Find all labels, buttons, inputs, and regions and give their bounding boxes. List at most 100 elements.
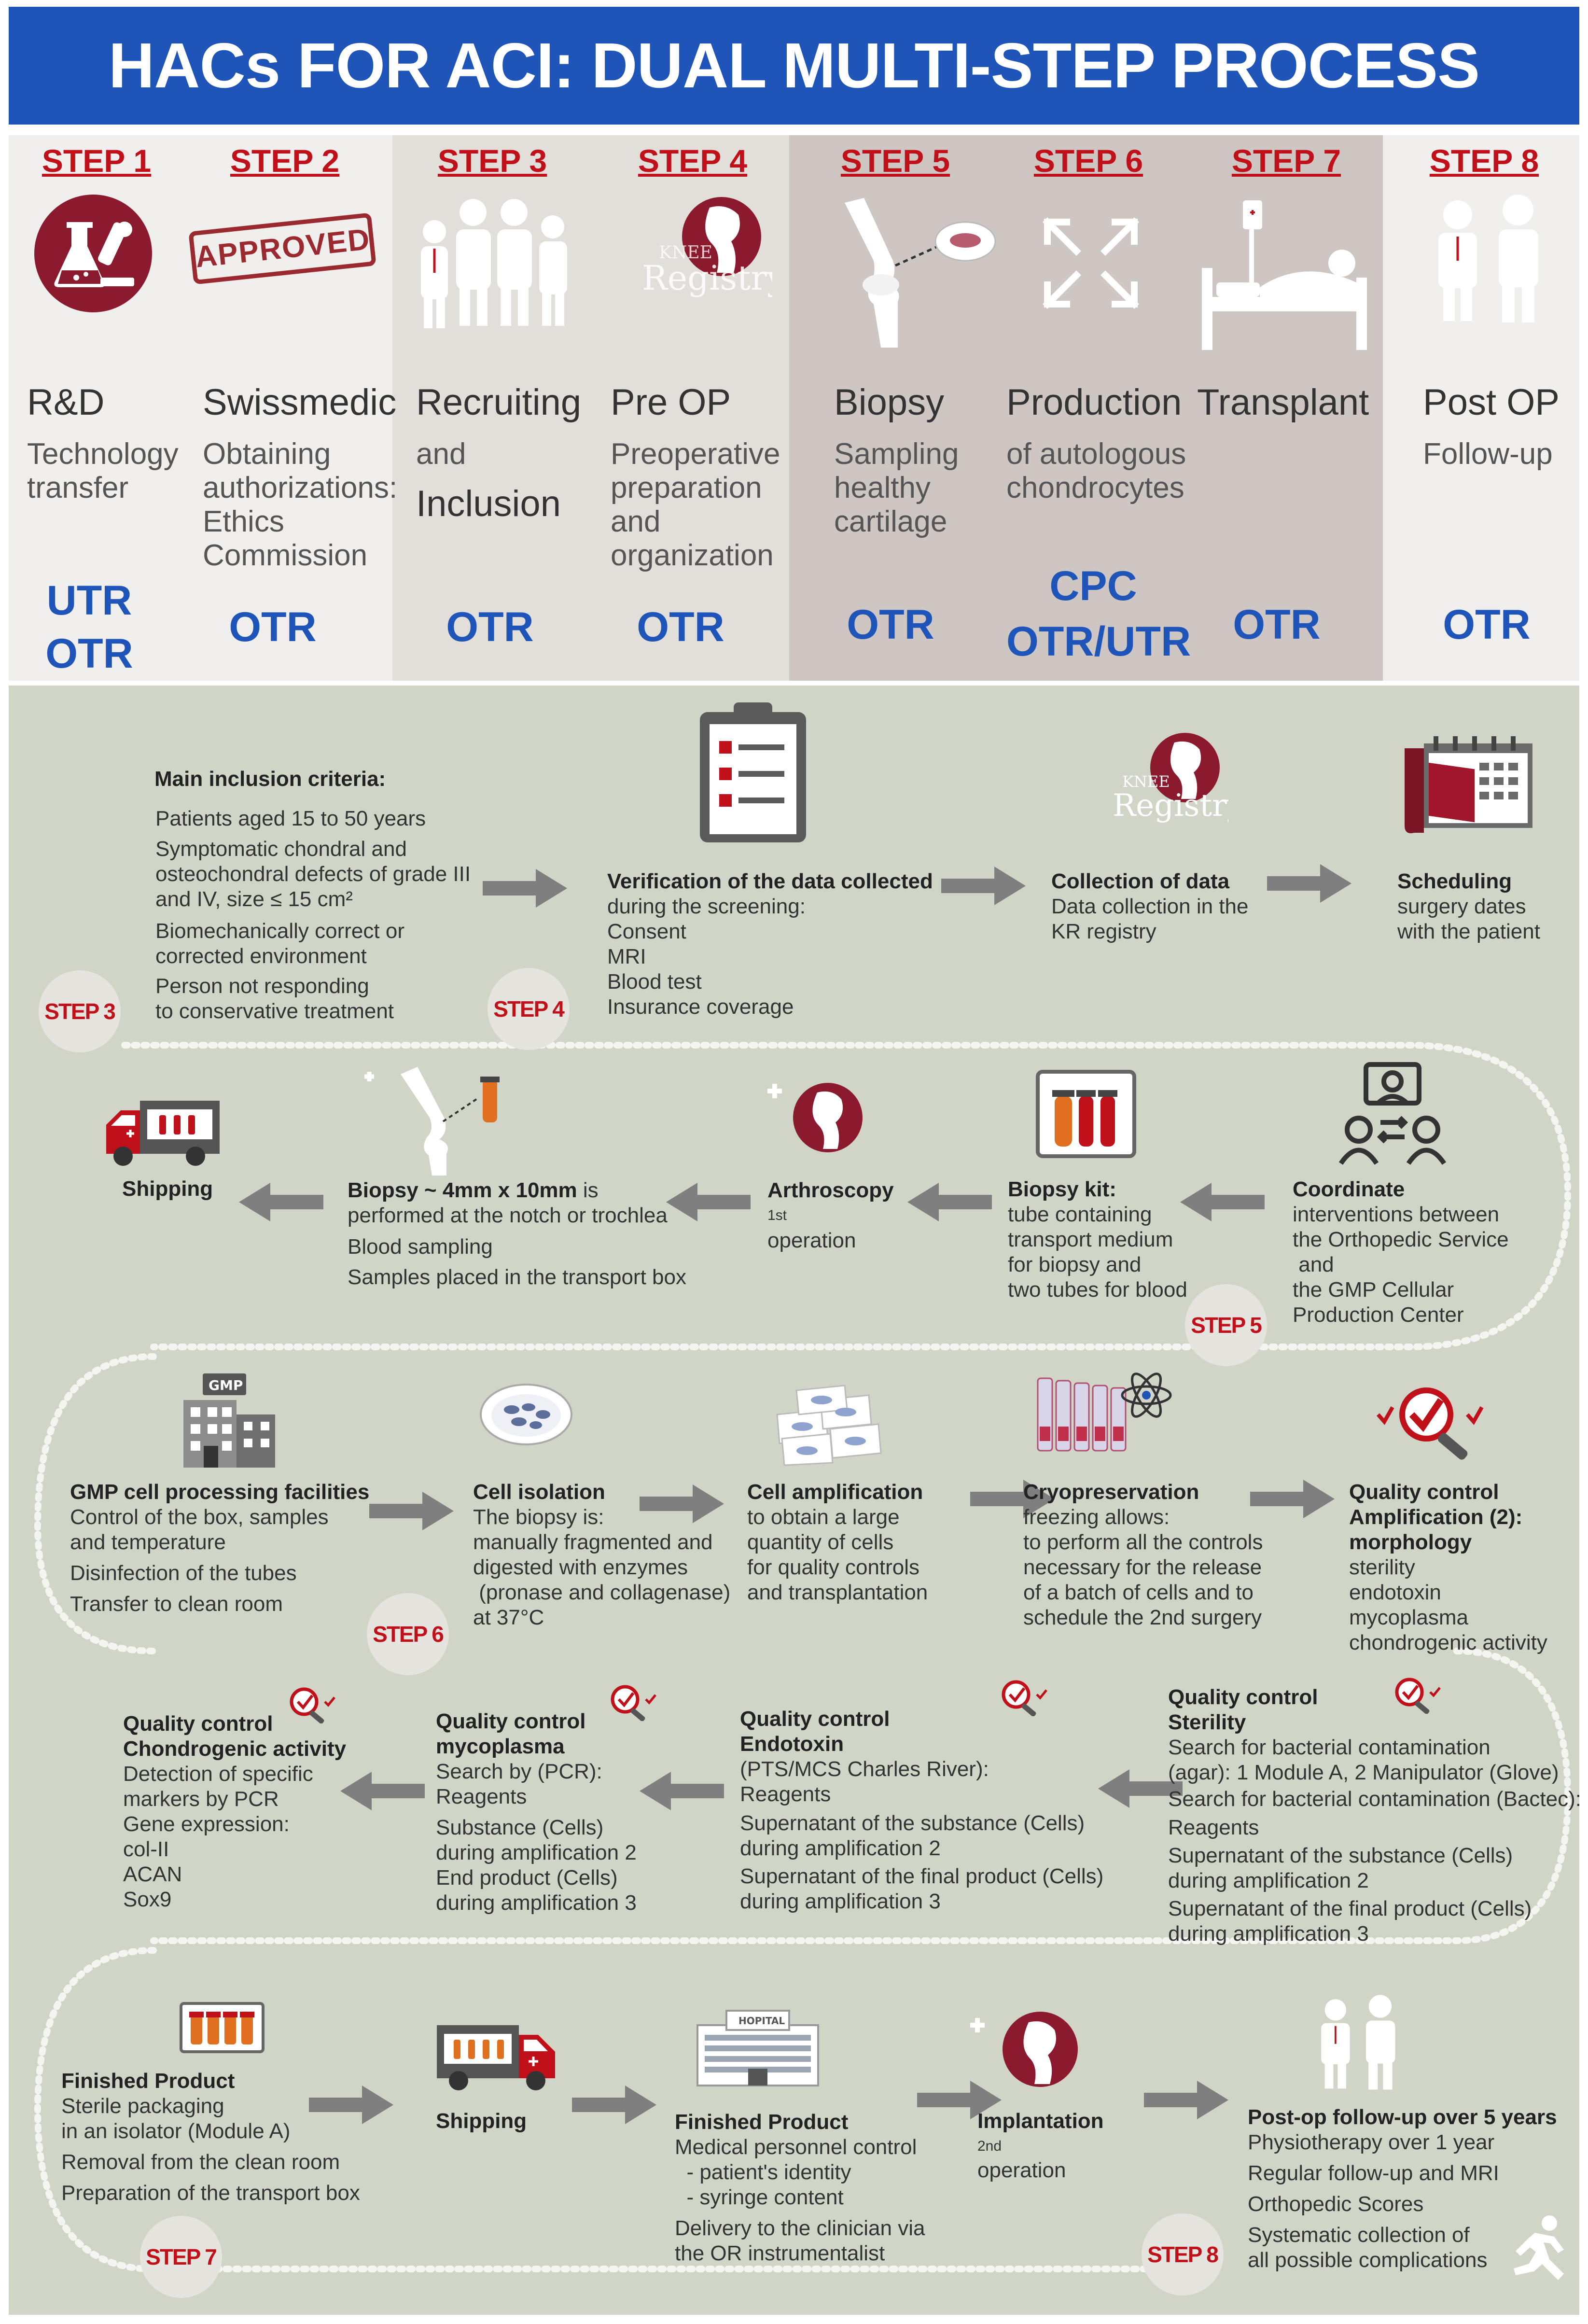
qc-amp-line-1: sterility <box>1349 1555 1415 1579</box>
step-1-name: R&D <box>27 382 105 423</box>
finished-1-title: Finished Product <box>61 2069 235 2093</box>
flow-arrow-right <box>1267 864 1351 903</box>
qc-myco-line-1: Search by (PCR): <box>436 1760 602 1783</box>
kit-line-3: for biopsy and <box>1008 1253 1142 1276</box>
packaged-product-icon <box>180 2002 265 2053</box>
step-2-desc-1: Obtaining <box>203 437 331 471</box>
step-2-name: Swissmedic <box>203 382 397 423</box>
svg-text:KNEE: KNEE <box>659 243 712 263</box>
verification-line-4: Blood test <box>607 970 702 994</box>
svg-text:KNEE: KNEE <box>1122 772 1170 791</box>
step-5-label: STEP 5 <box>840 143 950 179</box>
qc-amp-title-2: Amplification (2): <box>1349 1505 1523 1529</box>
qc-endo-line-2: Reagents <box>740 1782 831 1806</box>
qc-steril-line-2: (agar): 1 Module A, 2 Manipulator (Glove… <box>1168 1761 1559 1784</box>
biopsy-line-3: Samples placed in the transport box <box>348 1265 686 1289</box>
qc-endo-title-1: Quality control <box>740 1707 890 1731</box>
qc-steril-line-6: during amplification 2 <box>1168 1869 1369 1892</box>
finished-2-line-5: the OR instrumentalist <box>675 2241 885 2265</box>
step-1-unit-1: UTR <box>46 577 132 624</box>
coordination-people-icon <box>1338 1062 1447 1165</box>
verification-line-3: MRI <box>607 945 646 968</box>
verification-title: Verification of the data collected <box>607 869 933 893</box>
finished-1-line-4: Preparation of the transport box <box>61 2181 360 2205</box>
qc-myco-line-6: during amplification 3 <box>436 1891 637 1915</box>
step-5-desc-2: healthy <box>834 471 931 504</box>
group-people-icon <box>421 199 567 328</box>
isolation-line-4: (pronase and collagenase) <box>473 1581 731 1604</box>
step-5-desc-3: cartilage <box>834 505 947 538</box>
qc-steril-line-8: during amplification 3 <box>1168 1922 1369 1946</box>
shipping-truck-icon <box>106 1101 220 1166</box>
flow-arrow-right <box>483 869 567 908</box>
step-4-badge: STEP 4 <box>488 968 570 1050</box>
cryo-line-3: necessary for the release <box>1023 1555 1262 1579</box>
step-4-desc-2: preparation <box>611 471 762 504</box>
knee-syringe-icon <box>364 1067 500 1176</box>
biopsy-line-2: Blood sampling <box>348 1235 493 1259</box>
verification-line-2: Consent <box>607 920 686 943</box>
step-panel-8 <box>1383 135 1579 681</box>
qc-chondro-line-3: Gene expression: <box>123 1812 290 1836</box>
flow-arrow-right <box>1250 1480 1335 1518</box>
qc-endo-title-2: Endotoxin <box>740 1732 844 1756</box>
step-6-label: STEP 6 <box>1033 143 1143 179</box>
verification-line-5: Insurance coverage <box>607 995 794 1019</box>
qc-steril-line-5: Supernatant of the substance (Cells) <box>1168 1844 1513 1867</box>
followup-title: Post-op follow-up over 5 years <box>1248 2105 1557 2129</box>
expand-arrows-icon <box>1043 217 1139 309</box>
kit-line-1: tube containing <box>1008 1203 1152 1226</box>
cryo-line-4: of a batch of cells and to <box>1023 1581 1254 1604</box>
qc-endo-line-3: Supernatant of the substance (Cells) <box>740 1811 1085 1835</box>
coordinate-line-5: Production Center <box>1293 1303 1464 1327</box>
mini-check-icon <box>611 1685 656 1721</box>
step-2-desc-4: Commission <box>203 539 368 572</box>
isolation-line-3: digested with enzymes <box>473 1555 688 1579</box>
step-3-label: STEP 3 <box>437 143 547 179</box>
calendar-icon <box>1405 736 1532 833</box>
qc-amp-title-3: morphology <box>1349 1530 1472 1554</box>
step-1-unit-2: OTR <box>45 630 133 677</box>
step-8-label: STEP 8 <box>1429 143 1539 179</box>
step-4-name: Pre OP <box>611 382 731 423</box>
finished-2-line-3: - syringe content <box>675 2185 844 2209</box>
finished-1-line-3: Removal from the clean room <box>61 2150 340 2174</box>
mini-check-icon <box>290 1687 335 1723</box>
qc-amp-line-3: mycoplasma <box>1349 1606 1468 1629</box>
flow-arrow-right <box>970 1480 1055 1518</box>
svg-text:Registry: Registry <box>1113 788 1228 824</box>
finished-2-line-1: Medical personnel control <box>675 2135 917 2159</box>
step-4-desc-3: and <box>611 505 661 538</box>
flow-arrow-right <box>640 1484 724 1523</box>
qc-myco-title-1: Quality control <box>436 1709 586 1733</box>
gmp-line-2: and temperature <box>70 1530 226 1554</box>
collection-line-2: KR registry <box>1051 920 1156 943</box>
step-7-label: STEP 7 <box>1231 143 1341 179</box>
amplification-line-1: to obtain a large <box>747 1505 900 1529</box>
shipping-title-2: Shipping <box>436 2109 527 2133</box>
lab-flask-icon <box>34 195 152 312</box>
hospital-bed-icon <box>1202 200 1367 350</box>
qc-steril-line-1: Search for bacterial contamination <box>1168 1736 1490 1759</box>
step-panel-5-7 <box>789 135 1383 681</box>
step-1-desc-1: Technology <box>27 437 179 471</box>
followup-line-4: Systematic collection of <box>1248 2223 1470 2247</box>
gmp-building-icon: GMP <box>183 1373 275 1468</box>
gmp-line-1: Control of the box, samples <box>70 1505 329 1529</box>
step-6-unit-1: CPC <box>1049 563 1137 609</box>
step-3-name-2: Inclusion <box>416 483 561 524</box>
hospital-building-icon: HOPITAL <box>696 2010 819 2086</box>
finished-2-line-2: - patient's identity <box>675 2160 851 2184</box>
followup-line-5: all possible complications <box>1248 2248 1488 2272</box>
step-6-unit-2: OTR/UTR <box>1006 618 1191 665</box>
step-8-unit-1: OTR <box>1443 602 1531 648</box>
mini-check-icon <box>1002 1680 1047 1716</box>
step-3-unit-1: OTR <box>446 604 534 650</box>
step-4-desc-4: organization <box>611 539 774 572</box>
qc-chondro-line-6: Sox9 <box>123 1888 172 1911</box>
flow-arrow-left <box>239 1183 323 1221</box>
flow-arrow-right <box>1144 2081 1228 2119</box>
collection-title: Collection of data <box>1051 869 1230 893</box>
step-5-unit-1: OTR <box>847 602 934 648</box>
